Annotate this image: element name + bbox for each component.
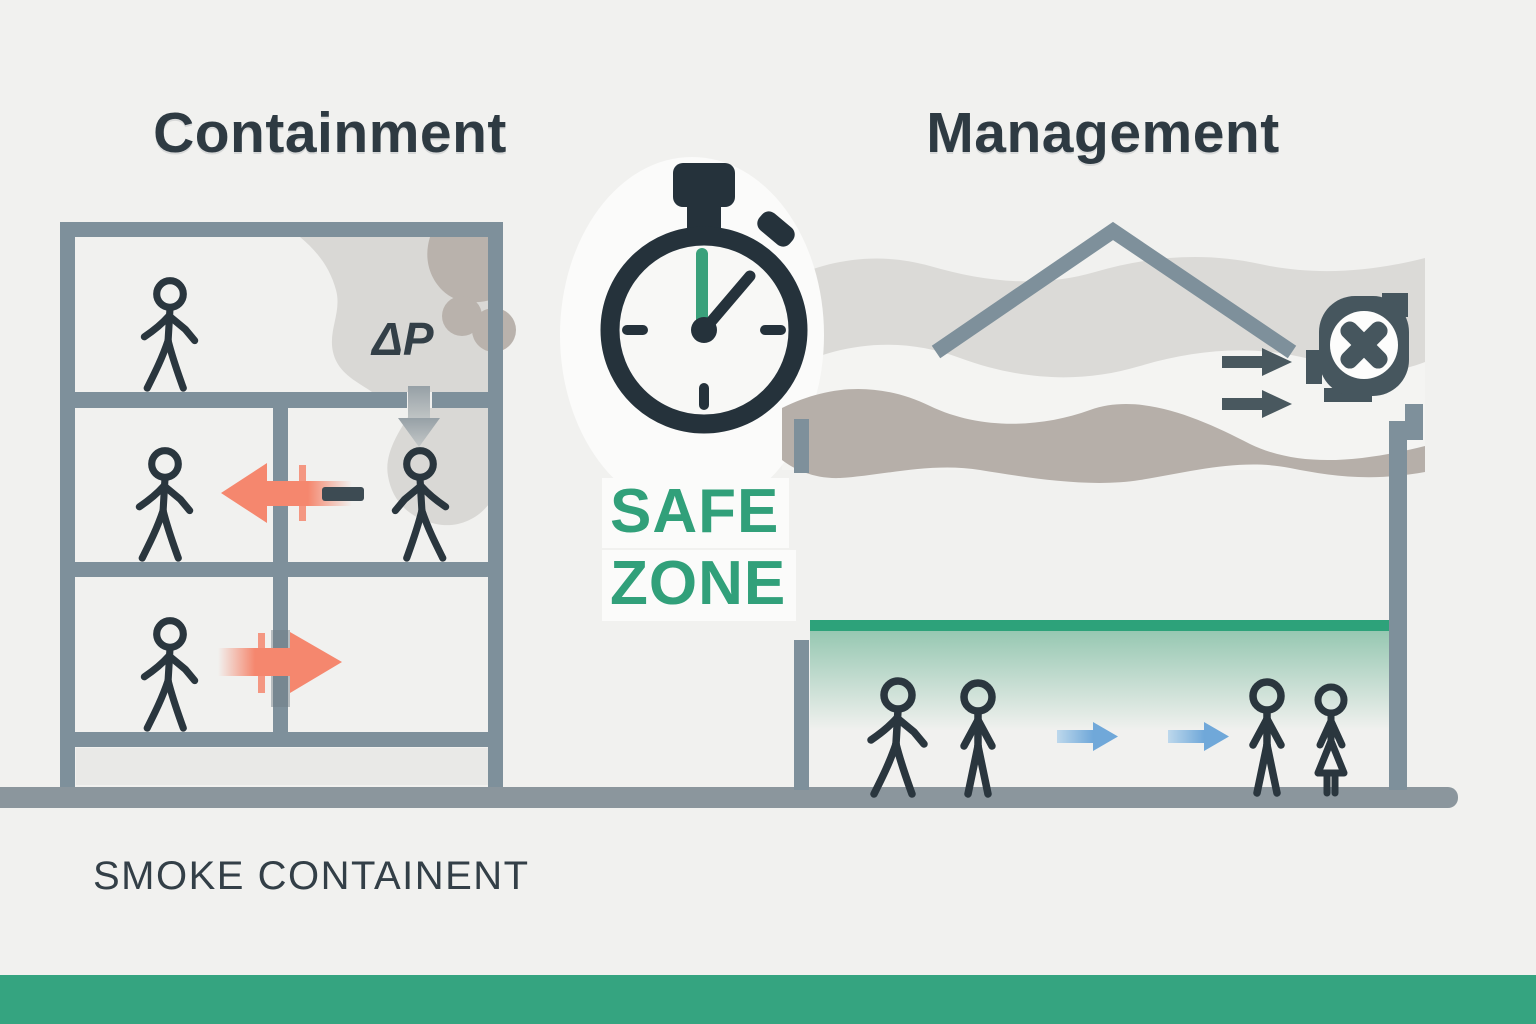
stopwatch-green-hand — [696, 248, 708, 332]
walking-person-icon — [144, 281, 194, 388]
safe-zone-line1: SAFE — [602, 478, 790, 549]
ground-line — [0, 787, 1458, 808]
pressure-arrow-right — [218, 632, 342, 693]
evacuation-arrow — [1057, 722, 1118, 751]
smoke-cloud-left — [300, 237, 516, 526]
pressure-down-arrow — [398, 386, 440, 447]
management-walls — [794, 404, 1423, 790]
walking-person-icon — [139, 451, 189, 558]
evacuation-arrow — [1168, 722, 1229, 751]
left-section-title: Containment — [153, 101, 507, 165]
containment-building — [60, 222, 516, 787]
smoke-layer-boundary-line — [810, 620, 1389, 631]
minus-icon — [322, 487, 364, 501]
gable-roof — [931, 221, 1297, 359]
exhaust-fan-icon — [1306, 293, 1409, 402]
walking-person-icon — [144, 621, 194, 728]
safe-zone-label: SAFE ZONE — [602, 478, 797, 623]
diagram-caption: SMOKE CONTAINENT — [93, 854, 530, 898]
building-frame — [60, 222, 503, 787]
stopwatch-icon — [600, 163, 808, 434]
right-section-title: Management — [926, 101, 1280, 165]
safe-zone-line2: ZONE — [602, 550, 797, 621]
smoke-layer-dark — [782, 388, 1425, 483]
building-plinth — [76, 748, 502, 785]
pressure-differential-label: ΔP — [372, 313, 434, 365]
extraction-arrow — [1222, 390, 1292, 418]
bottom-accent-bar — [0, 975, 1536, 1024]
extraction-arrow — [1222, 348, 1292, 376]
